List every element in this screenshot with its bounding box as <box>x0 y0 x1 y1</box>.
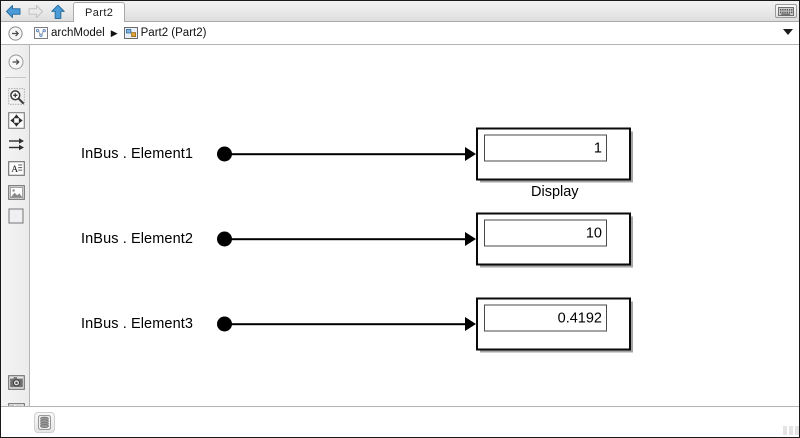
hide-explorer-bar-icon <box>8 54 24 70</box>
area-icon <box>8 208 24 224</box>
fit-to-view-icon <box>7 111 25 129</box>
toolbar-zoom-in[interactable] <box>6 86 26 106</box>
signal-port[interactable] <box>217 231 232 247</box>
tab-label: Part2 <box>85 6 114 19</box>
signal-port[interactable] <box>217 146 232 162</box>
display-caption: Display <box>531 184 579 200</box>
zoom-in-icon <box>7 87 25 105</box>
back-arrow-icon <box>6 5 21 18</box>
resize-grip[interactable] <box>783 426 799 435</box>
subsystem-icon <box>123 27 138 39</box>
display-block[interactable]: 1 <box>476 127 631 181</box>
tab-strip: Part2 <box>1 1 799 22</box>
breadcrumb-separator: ▶ <box>110 27 118 38</box>
breadcrumb-dropdown-button[interactable] <box>783 29 793 35</box>
breadcrumb-item-archmodel[interactable]: archModel <box>34 26 105 40</box>
annotation-icon: A <box>7 160 25 176</box>
display-block[interactable]: 0.4192 <box>476 297 631 351</box>
display-value: 10 <box>484 219 607 247</box>
display-value: 1 <box>484 134 607 162</box>
breadcrumb-bar: archModel ▶ Part2 (Part2) <box>1 22 799 45</box>
signal-arrowhead <box>465 317 476 331</box>
camera-icon <box>7 374 25 390</box>
signal-arrowhead <box>465 232 476 246</box>
breadcrumb-label: archModel <box>51 27 105 39</box>
up-arrow-icon <box>50 4 65 19</box>
breadcrumb: archModel ▶ Part2 (Part2) <box>34 22 206 44</box>
model-canvas[interactable]: InBus . Element1 1 Display InBus . Eleme… <box>31 46 798 406</box>
breadcrumb-item-part2[interactable]: Part2 (Part2) <box>123 26 207 40</box>
signal-line[interactable] <box>229 323 469 325</box>
model-icon <box>34 27 48 39</box>
breadcrumb-label: Part2 (Part2) <box>140 27 207 39</box>
data-stack-icon <box>38 415 51 430</box>
left-toolbar: A <box>1 45 30 437</box>
signal-row: InBus . Element1 1 Display <box>31 124 798 200</box>
toolbar-hide-explorer-bar[interactable] <box>6 52 26 72</box>
signal-port[interactable] <box>217 316 232 332</box>
back-button[interactable] <box>3 2 24 21</box>
signal-label: InBus . Element1 <box>81 146 194 162</box>
signal-flow-icon <box>8 137 24 150</box>
toolbar-image[interactable] <box>6 182 26 202</box>
svg-text:A: A <box>11 165 18 175</box>
toolbar-annotation[interactable]: A <box>6 158 26 178</box>
signal-arrowhead <box>465 147 476 161</box>
image-icon <box>7 184 25 200</box>
keyboard-shortcuts-button[interactable] <box>775 4 797 18</box>
signal-line[interactable] <box>229 238 469 240</box>
explorer-toggle-icon <box>8 26 23 41</box>
up-to-parent-button[interactable] <box>47 2 68 21</box>
signal-line[interactable] <box>229 153 469 155</box>
toolbar-signal-flow[interactable] <box>6 134 26 154</box>
explorer-bar-toggle-button[interactable] <box>7 25 24 42</box>
toolbar-area[interactable] <box>6 206 26 226</box>
status-bar <box>1 406 799 437</box>
display-block[interactable]: 10 <box>476 212 631 266</box>
simulation-data-inspector-button[interactable] <box>34 412 55 433</box>
toolbar-camera[interactable] <box>6 372 26 392</box>
signal-label: InBus . Element3 <box>81 316 194 332</box>
toolbar-separator <box>5 77 26 78</box>
tab-part2[interactable]: Part2 <box>73 2 126 22</box>
toolbar-fit-to-view[interactable] <box>6 110 26 130</box>
signal-label: InBus . Element2 <box>81 231 194 247</box>
navigation-arrows <box>3 2 68 21</box>
signal-row: InBus . Element3 0.4192 <box>31 294 798 354</box>
signal-row: InBus . Element2 10 <box>31 209 798 269</box>
display-value: 0.4192 <box>484 304 607 332</box>
forward-arrow-icon <box>28 5 43 18</box>
keyboard-icon <box>778 6 794 16</box>
forward-button[interactable] <box>25 2 46 21</box>
